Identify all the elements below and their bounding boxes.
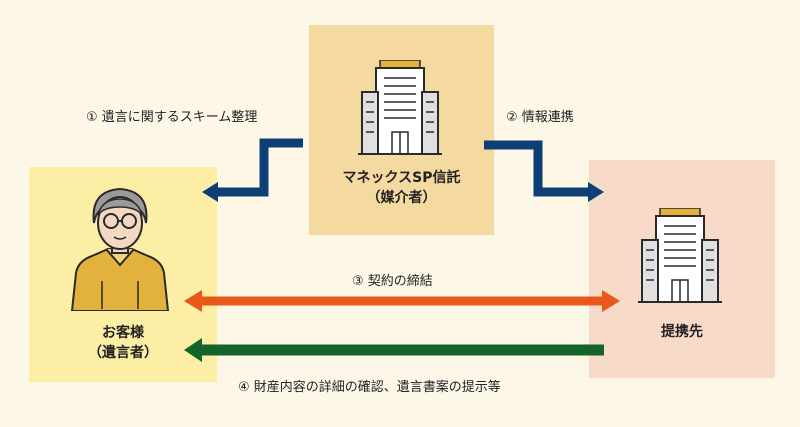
office-building-icon <box>638 208 722 303</box>
client-name: お客様 <box>102 325 144 341</box>
arrow-info-link <box>484 140 604 202</box>
arrow-asset-review <box>184 338 604 362</box>
client-role: （遺言者） <box>88 345 158 361</box>
mediator-role: （媒介者） <box>366 190 437 206</box>
office-building-icon <box>358 60 442 155</box>
step-3-label: ③ 契約の締結 <box>352 274 433 289</box>
step-2-label: ② 情報連携 <box>506 110 574 125</box>
step-4-label: ④ 財産内容の詳細の確認、遺言書案の提示等 <box>238 380 501 395</box>
client-label: お客様 （遺言者） <box>29 323 217 363</box>
arrow-contract <box>184 290 620 312</box>
arrow-scheme-arrangement <box>202 138 303 202</box>
partner-label: 提携先 <box>589 322 775 342</box>
mediator-label: マネックスSP信託 （媒介者） <box>309 168 494 208</box>
partner-name: 提携先 <box>661 324 703 340</box>
elderly-person-icon <box>70 187 170 311</box>
mediator-name: マネックスSP信託 <box>342 170 461 186</box>
step-1-label: ① 遺言に関するスキーム整理 <box>86 110 258 125</box>
